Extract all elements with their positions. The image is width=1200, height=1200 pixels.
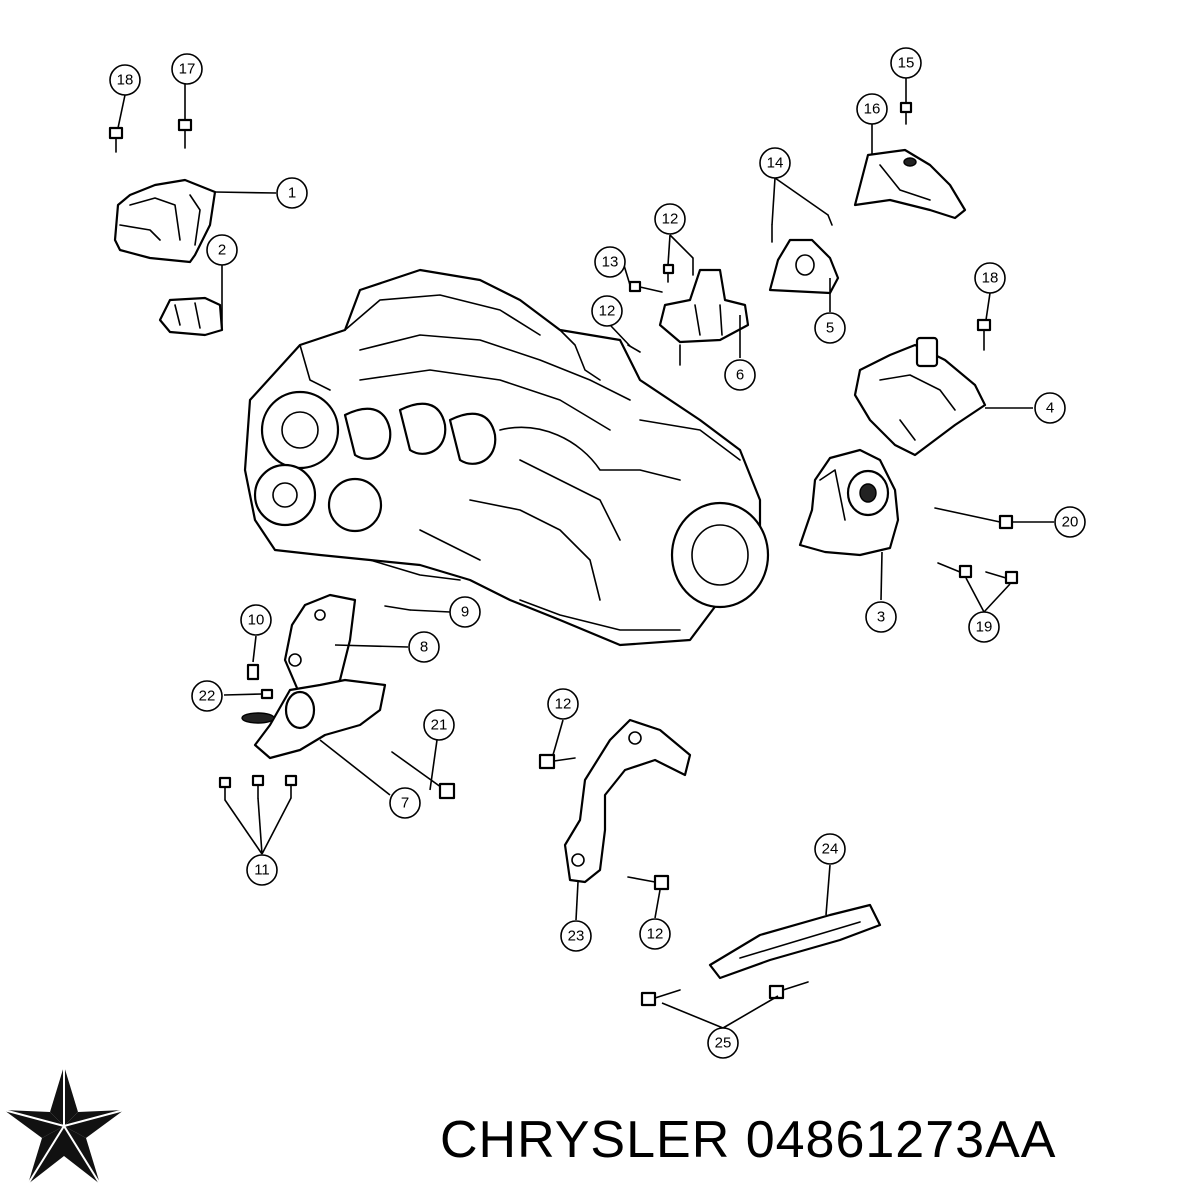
svg-text:24: 24 (822, 841, 839, 858)
callout-14: 14 (759, 147, 791, 179)
svg-text:1: 1 (288, 185, 296, 202)
bolt-12-top-a (662, 263, 675, 283)
brand-name: CHRYSLER (440, 1111, 731, 1169)
bolt-18-right (976, 318, 992, 351)
callout-16: 16 (856, 93, 888, 125)
part-5-mount-bracket (768, 238, 840, 295)
part-7-lower-mount (241, 678, 387, 760)
svg-text:22: 22 (199, 688, 216, 705)
part-number-caption: CHRYSLER 04861273AA (440, 1110, 1190, 1180)
svg-text:3: 3 (877, 609, 885, 626)
callout-12-mid: 12 (591, 295, 623, 327)
callout-8: 8 (408, 631, 440, 663)
callout-9: 9 (449, 596, 481, 628)
callout-21: 21 (423, 709, 455, 741)
callout-12-left: 12 (547, 688, 579, 720)
bolt-15 (899, 101, 913, 125)
nut-22 (260, 688, 274, 700)
svg-text:8: 8 (420, 639, 428, 656)
svg-text:12: 12 (662, 211, 679, 228)
svg-text:4: 4 (1046, 400, 1054, 417)
callout-11: 11 (246, 854, 278, 886)
bolt-20 (934, 507, 1014, 530)
bolt-11b (251, 774, 265, 799)
callout-2: 2 (206, 234, 238, 266)
callout-12-lower: 12 (639, 918, 671, 950)
callout-13: 13 (594, 246, 626, 278)
svg-text:15: 15 (898, 55, 915, 72)
callout-4: 4 (1034, 392, 1066, 424)
svg-text:20: 20 (1062, 514, 1079, 531)
callout-7: 7 (389, 787, 421, 819)
svg-text:18: 18 (982, 270, 999, 287)
svg-text:7: 7 (401, 795, 409, 812)
bolt-19a (937, 562, 973, 579)
bolt-12-lower (627, 874, 670, 891)
part-3-lower-right-mount (798, 448, 900, 557)
part-2-bracket (158, 296, 224, 337)
engine-assembly (243, 268, 770, 647)
svg-text:21: 21 (431, 717, 448, 734)
callout-24: 24 (814, 833, 846, 865)
bolt-14b (827, 214, 833, 226)
callout-12-top: 12 (654, 203, 686, 235)
svg-text:10: 10 (248, 612, 265, 629)
svg-text:13: 13 (602, 254, 619, 271)
svg-text:25: 25 (715, 1035, 732, 1052)
callout-15: 15 (890, 47, 922, 79)
callout-23: 23 (560, 920, 592, 952)
part-6-bracket (658, 268, 750, 366)
bolt-13 (628, 280, 663, 293)
bolt-18-top (108, 126, 124, 153)
callout-18-top: 18 (109, 64, 141, 96)
part-23-bracket (563, 718, 692, 884)
bolt-12-left (538, 753, 576, 770)
part-1-upper-mount (113, 178, 217, 264)
part-number: 04861273AA (745, 1111, 1057, 1169)
bolt-19b (985, 570, 1019, 585)
callout-3: 3 (865, 601, 897, 633)
callout-18-right: 18 (974, 262, 1006, 294)
svg-text:5: 5 (826, 320, 834, 337)
part-16-shield (853, 148, 967, 220)
callout-17: 17 (171, 53, 203, 85)
svg-text:19: 19 (976, 619, 993, 636)
bolt-11c (284, 774, 298, 799)
bolt-10 (246, 663, 260, 681)
bolt-25b (768, 981, 809, 1000)
callout-25: 25 (707, 1027, 739, 1059)
svg-text:6: 6 (736, 367, 744, 384)
svg-text:23: 23 (568, 928, 585, 945)
leader-lines (117, 78, 1054, 1029)
callout-22: 22 (191, 680, 223, 712)
svg-text:2: 2 (218, 242, 226, 259)
svg-text:12: 12 (647, 926, 664, 943)
bolt-9 (384, 605, 411, 611)
svg-text:14: 14 (767, 155, 784, 172)
svg-text:18: 18 (117, 72, 134, 89)
callout-5: 5 (814, 312, 846, 344)
bolt-17 (177, 118, 193, 149)
svg-text:12: 12 (555, 696, 572, 713)
callout-10: 10 (240, 604, 272, 636)
bolt-25a (640, 989, 681, 1007)
bolt-12-mid (627, 344, 641, 353)
svg-text:17: 17 (179, 61, 196, 78)
callout-6: 6 (724, 359, 756, 391)
part-4-right-mount (853, 336, 987, 457)
callout-19: 19 (968, 611, 1000, 643)
part-24-strip (708, 903, 882, 980)
svg-text:9: 9 (461, 604, 469, 621)
callout-20: 20 (1054, 506, 1086, 538)
bolt-11a (218, 776, 232, 801)
bolt-21 (391, 751, 456, 800)
svg-text:11: 11 (254, 862, 270, 879)
chrysler-pentastar-icon (3, 1066, 125, 1185)
svg-text:16: 16 (864, 101, 881, 118)
svg-text:12: 12 (599, 303, 616, 320)
callout-1: 1 (276, 177, 308, 209)
